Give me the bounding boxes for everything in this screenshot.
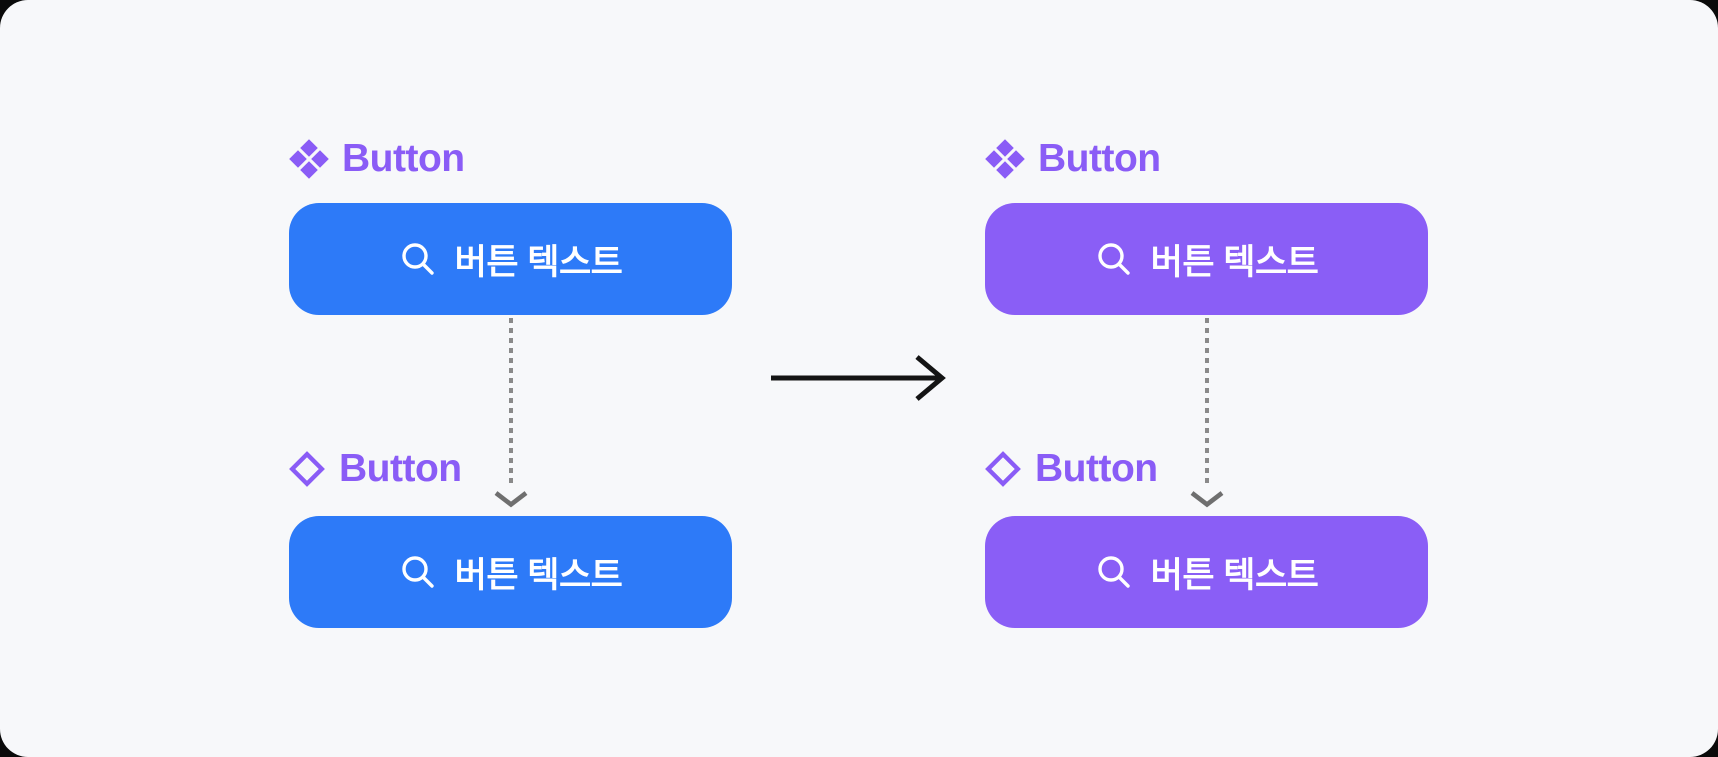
- search-icon: [401, 243, 434, 275]
- button-label-text: 버튼 텍스트: [454, 242, 623, 282]
- search-icon: [1097, 243, 1130, 275]
- instance-label-text: Button: [1035, 447, 1158, 490]
- instance-link-connector: [493, 318, 529, 508]
- button-instance-blue[interactable]: 버튼 텍스트: [289, 516, 732, 628]
- instance-diamond-icon: [985, 451, 1021, 487]
- instance-label: Button: [289, 447, 462, 490]
- main-component-label: Button: [985, 136, 1161, 182]
- instance-diamond-icon: [289, 451, 325, 487]
- button-label-text: 버튼 텍스트: [1150, 555, 1319, 595]
- button-component-blue[interactable]: 버튼 텍스트: [289, 203, 732, 315]
- before-group: Button 버튼 텍스트 Button: [289, 0, 732, 757]
- search-icon: [401, 556, 434, 588]
- button-component-purple[interactable]: 버튼 텍스트: [985, 203, 1428, 315]
- dotted-line: [1205, 318, 1209, 488]
- button-instance-purple[interactable]: 버튼 텍스트: [985, 516, 1428, 628]
- instance-link-connector: [1189, 318, 1225, 508]
- component-label-text: Button: [342, 137, 465, 180]
- button-label-text: 버튼 텍스트: [454, 555, 623, 595]
- search-icon: [1097, 556, 1130, 588]
- button-label-text: 버튼 텍스트: [1150, 242, 1319, 282]
- arrow-down-chevron-icon: [494, 491, 528, 508]
- after-group: Button 버튼 텍스트 Button: [985, 0, 1428, 757]
- component-label-text: Button: [1038, 137, 1161, 180]
- arrow-right-icon: [771, 355, 946, 401]
- instance-label-text: Button: [339, 447, 462, 490]
- instance-label: Button: [985, 447, 1158, 490]
- component-diamonds-icon: [985, 139, 1025, 179]
- component-diamonds-icon: [289, 139, 329, 179]
- dotted-line: [509, 318, 513, 488]
- main-component-label: Button: [289, 136, 465, 182]
- arrow-down-chevron-icon: [1190, 491, 1224, 508]
